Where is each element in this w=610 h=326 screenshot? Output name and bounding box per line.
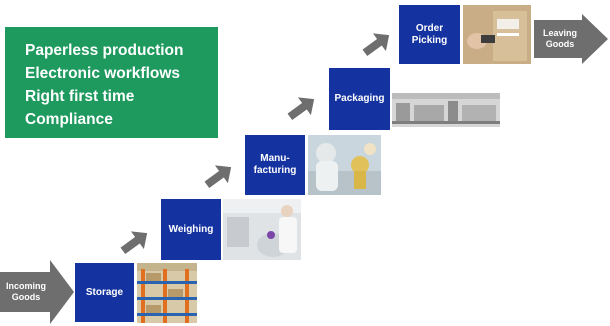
benefit-item: Electronic workflows bbox=[25, 65, 181, 82]
incoming-goods-arrow: Incoming Goods bbox=[0, 260, 74, 324]
weighing-photo bbox=[223, 199, 301, 260]
benefit-item: Right first time bbox=[25, 88, 135, 105]
step-storage: Storage bbox=[75, 263, 134, 322]
step-label: Weighing bbox=[168, 223, 214, 235]
step-order-picking: Order Picking bbox=[399, 5, 460, 64]
step-manufacturing: Manu- facturing bbox=[245, 135, 305, 195]
diagonal-arrow-icon bbox=[202, 161, 236, 191]
step-label: Packaging bbox=[334, 93, 385, 104]
packaging-photo bbox=[392, 93, 500, 127]
leaving-goods-label: Leaving Goods bbox=[542, 28, 577, 49]
step-label: Storage bbox=[85, 286, 124, 298]
order-picking-photo bbox=[463, 5, 531, 64]
storage-photo bbox=[137, 263, 197, 323]
arrow-right-icon bbox=[0, 260, 74, 324]
step-label: Order Picking bbox=[411, 22, 448, 46]
diagonal-arrow-icon bbox=[118, 227, 152, 257]
benefit-item: Paperless production bbox=[25, 42, 184, 59]
arrow-right-icon bbox=[534, 14, 608, 64]
benefit-item: Compliance bbox=[25, 111, 113, 128]
step-packaging: Packaging bbox=[329, 68, 390, 130]
step-weighing: Weighing bbox=[161, 199, 221, 260]
diagonal-arrow-icon bbox=[285, 93, 319, 123]
incoming-goods-label: Incoming Goods bbox=[6, 281, 46, 302]
step-label: Manu- facturing bbox=[253, 153, 297, 176]
benefits-box: Paperless production Electronic workflow… bbox=[5, 27, 218, 138]
manufacturing-photo bbox=[308, 135, 381, 195]
benefits-list: Paperless production Electronic workflow… bbox=[5, 27, 218, 131]
leaving-goods-arrow: Leaving Goods bbox=[534, 14, 608, 64]
diagonal-arrow-icon bbox=[360, 29, 394, 59]
